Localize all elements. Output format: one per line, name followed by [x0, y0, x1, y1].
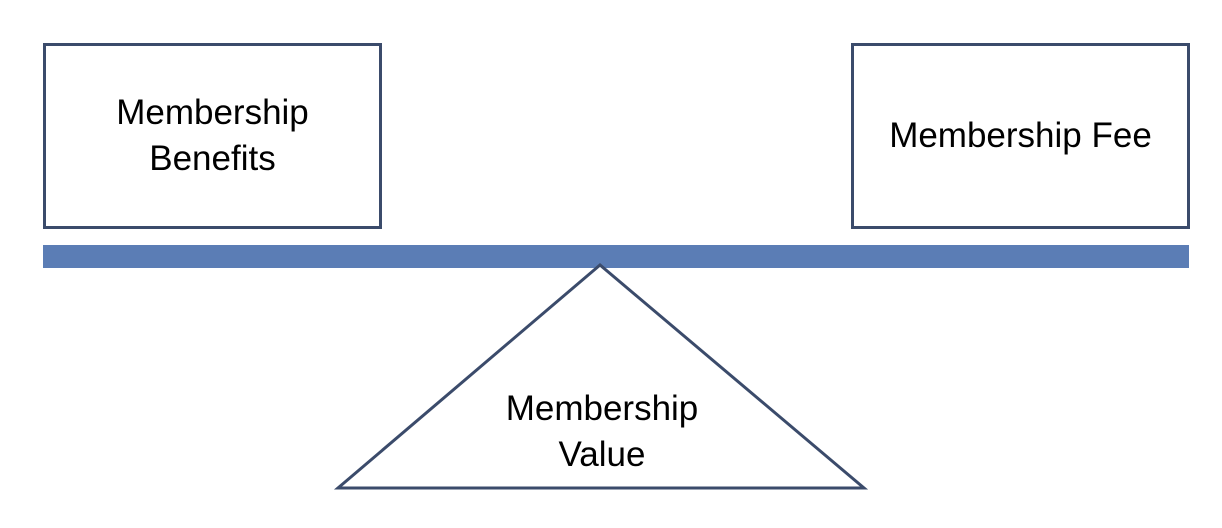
membership-fee-box: Membership Fee [851, 43, 1190, 229]
membership-value-container: Membership Value [452, 386, 752, 478]
membership-value-label: Membership Value [505, 389, 699, 474]
membership-fee-label: Membership Fee [889, 116, 1152, 155]
fulcrum-shape [333, 263, 869, 490]
membership-benefits-box: Membership Benefits [43, 43, 382, 229]
membership-benefits-label: Membership Benefits [116, 93, 309, 178]
balance-beam [43, 245, 1189, 268]
